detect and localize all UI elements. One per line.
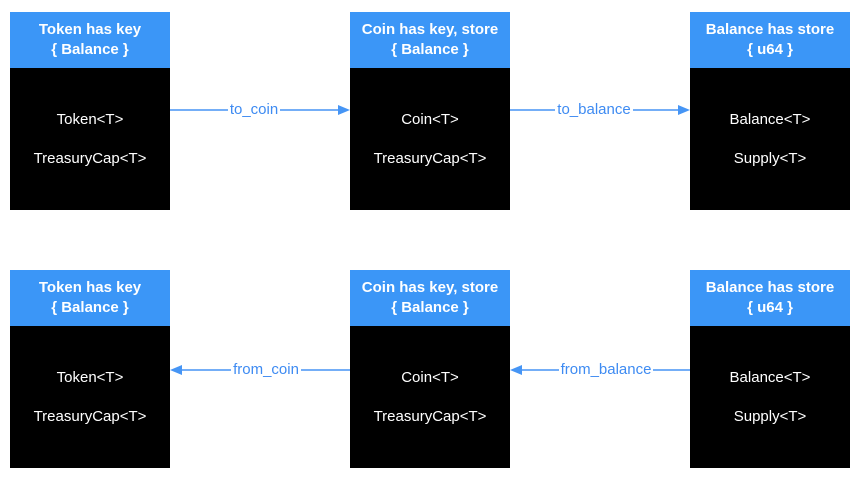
node-title: Balance has store (705, 279, 835, 296)
arrow-from-coin: from_coin (170, 361, 351, 378)
node-abilities: { Balance } (391, 299, 469, 316)
node-abilities: { Balance } (51, 41, 129, 58)
arrow-to-coin: to_coin (170, 102, 350, 118)
node-token-header: Token has key { Balance } (10, 270, 170, 326)
node-title: Token has key (38, 21, 142, 38)
node-coin-bottom: Coin has key, store { Balance } Coin<T> … (350, 270, 510, 468)
arrow-label: to_balance (557, 101, 631, 118)
node-abilities: { Balance } (51, 299, 129, 316)
node-token-top: Token has key { Balance } Token<T> Treas… (10, 12, 170, 210)
arrowhead-right-icon (678, 105, 690, 115)
node-field: TreasuryCap<T> (373, 149, 487, 167)
node-field: Token<T> (56, 110, 124, 128)
node-abilities: { Balance } (391, 41, 469, 58)
node-token-body: Token<T> TreasuryCap<T> (10, 68, 170, 210)
node-coin-body: Coin<T> TreasuryCap<T> (350, 68, 510, 210)
node-field: Coin<T> (401, 368, 459, 386)
node-token-body: Token<T> TreasuryCap<T> (10, 326, 170, 468)
node-title: Coin has key, store (361, 21, 499, 38)
arrow-line (632, 109, 678, 111)
node-balance-body: Balance<T> Supply<T> (690, 68, 850, 210)
node-token-bottom: Token has key { Balance } Token<T> Treas… (10, 270, 170, 468)
node-title: Coin has key, store (361, 279, 499, 296)
arrow-line (280, 109, 338, 111)
node-field: Supply<T> (733, 407, 807, 425)
node-title: Token has key (38, 279, 142, 296)
node-balance-bottom: Balance has store { u64 } Balance<T> Sup… (690, 270, 850, 468)
node-field: Token<T> (56, 368, 124, 386)
arrow-line (522, 369, 559, 371)
node-coin-header: Coin has key, store { Balance } (350, 12, 510, 68)
arrowhead-left-icon (510, 365, 522, 375)
node-field: Balance<T> (729, 368, 811, 386)
node-coin-header: Coin has key, store { Balance } (350, 270, 510, 326)
arrow-line (653, 369, 691, 371)
node-field: TreasuryCap<T> (33, 149, 147, 167)
node-coin-body: Coin<T> TreasuryCap<T> (350, 326, 510, 468)
node-balance-header: Balance has store { u64 } (690, 270, 850, 326)
arrow-line (182, 369, 232, 371)
node-abilities: { u64 } (747, 299, 793, 316)
node-balance-top: Balance has store { u64 } Balance<T> Sup… (690, 12, 850, 210)
arrow-line (510, 109, 556, 111)
arrow-line (170, 109, 228, 111)
node-balance-header: Balance has store { u64 } (690, 12, 850, 68)
arrow-label: to_coin (229, 101, 279, 118)
node-coin-top: Coin has key, store { Balance } Coin<T> … (350, 12, 510, 210)
node-field: Supply<T> (733, 149, 807, 167)
node-field: Coin<T> (401, 110, 459, 128)
arrow-to-balance: to_balance (510, 102, 690, 118)
arrow-label: from_coin (233, 361, 299, 378)
arrowhead-right-icon (338, 105, 350, 115)
arrowhead-left-icon (170, 365, 182, 375)
arrow-from-balance: from_balance (510, 361, 691, 378)
node-field: TreasuryCap<T> (373, 407, 487, 425)
node-token-header: Token has key { Balance } (10, 12, 170, 68)
node-abilities: { u64 } (747, 41, 793, 58)
node-field: TreasuryCap<T> (33, 407, 147, 425)
arrow-label: from_balance (560, 361, 652, 378)
node-title: Balance has store (705, 21, 835, 38)
node-field: Balance<T> (729, 110, 811, 128)
arrow-line (300, 369, 351, 371)
node-balance-body: Balance<T> Supply<T> (690, 326, 850, 468)
